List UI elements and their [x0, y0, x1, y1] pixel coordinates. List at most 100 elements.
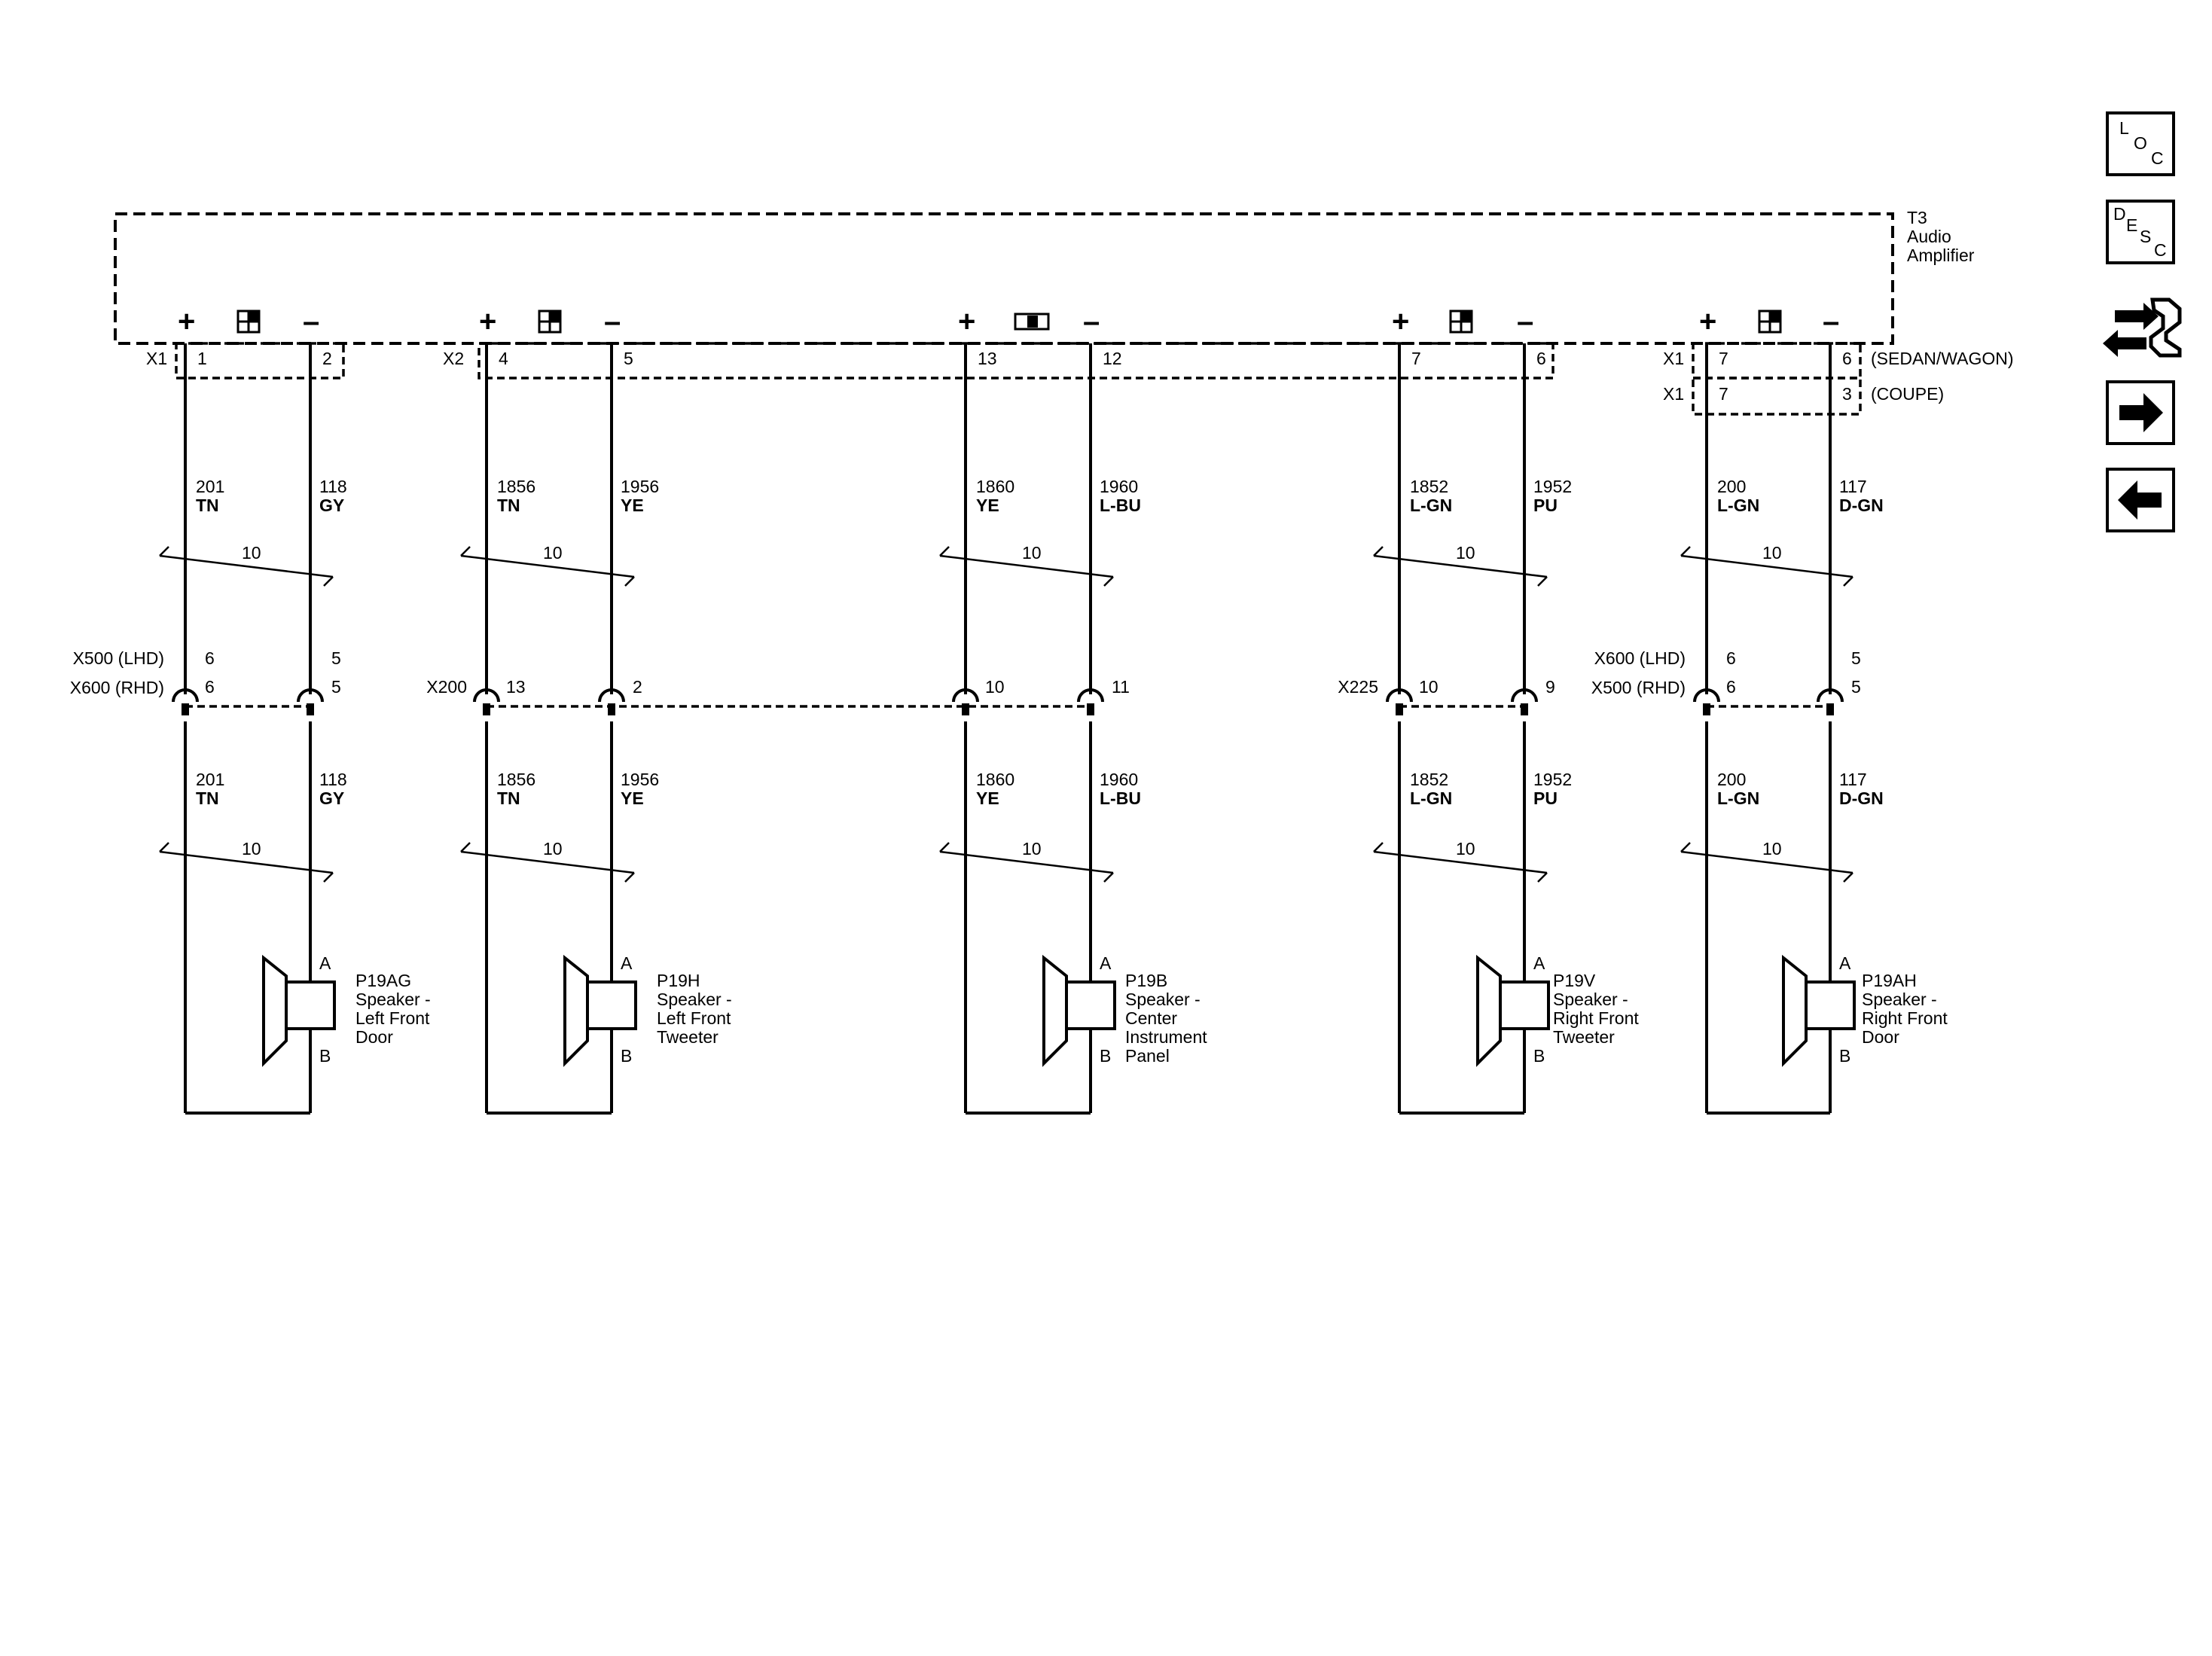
- speaker-description-line-3: Door: [355, 1027, 393, 1047]
- speaker-terminal-b: B: [1533, 1046, 1545, 1066]
- speaker-description-line-1: Speaker -: [355, 990, 431, 1009]
- option-connector-coupe: X1: [1663, 384, 1684, 404]
- wire-gauge-slash-top: [159, 554, 334, 578]
- inline-terminal-minus: [1817, 688, 1844, 703]
- minus-terminal-sign: –: [303, 305, 319, 338]
- loc-button[interactable]: L O C: [2106, 111, 2175, 176]
- next-page-button[interactable]: [2106, 380, 2175, 445]
- amp-connector-x1-right-sedan: [1692, 342, 1862, 380]
- wire-minus-color-bottom: PU: [1533, 788, 1558, 808]
- amp-pin-plus-coupe: 7: [1719, 384, 1728, 404]
- speaker-id: P19H: [657, 971, 700, 990]
- plus-terminal-sign: +: [1392, 305, 1409, 338]
- inline-terminal-plus: [1693, 688, 1720, 703]
- speaker-description-line-3: Door: [1862, 1027, 1899, 1047]
- inline-pin-plus-row2: 10: [985, 677, 1005, 697]
- wire-gauge-slash-top: [1373, 554, 1548, 578]
- amp-pin-plus: 1: [197, 349, 207, 368]
- inline-connector-label-1: X600 (LHD): [1594, 648, 1686, 668]
- wire-plus-circuit-bottom: 1860: [976, 770, 1014, 789]
- inline-pin-plus-row2: 10: [1419, 677, 1439, 697]
- wire-gauge-top: 10: [1022, 543, 1042, 563]
- desc-letter-e: E: [2126, 215, 2137, 235]
- inline-terminal-plus: [952, 688, 979, 703]
- wire-minus-circuit-top: 1952: [1533, 477, 1572, 496]
- wire-plus-circuit-bottom: 200: [1717, 770, 1746, 789]
- wire-minus-circuit-bottom: 118: [319, 770, 347, 789]
- wire-gauge-top: 10: [242, 543, 261, 563]
- amp-pin-plus: 4: [499, 349, 508, 368]
- wire-plus-color-top: L-GN: [1717, 496, 1759, 515]
- inline-connector-label-2: X500 (RHD): [1591, 678, 1686, 697]
- speaker-description-line-1: Speaker -: [1125, 990, 1201, 1009]
- inline-connector-label: X200: [426, 677, 467, 697]
- wire-minus-circuit-top: 1960: [1100, 477, 1138, 496]
- desc-letter-d: D: [2113, 204, 2126, 224]
- wire-plus-color-top: L-GN: [1410, 496, 1452, 515]
- speaker-id: P19V: [1553, 971, 1596, 990]
- speaker-cone-icon: [1042, 954, 1068, 1067]
- speaker-terminal-a: A: [621, 953, 633, 973]
- wire-gauge-slash-top: [939, 554, 1114, 578]
- speaker-terminal-a: A: [1100, 953, 1112, 973]
- minus-terminal-sign: –: [1823, 305, 1839, 338]
- speaker-icon: [285, 980, 336, 1030]
- wire-gauge-top: 10: [1762, 543, 1782, 563]
- wire-gauge-slash-bottom: [460, 850, 635, 874]
- wire-plus-color-bottom: TN: [196, 788, 219, 808]
- amp-connector-label: X1: [146, 349, 167, 368]
- speaker-icon: [1499, 980, 1550, 1030]
- amp-pin-minus: 5: [624, 349, 633, 368]
- wire-minus-circuit-bottom: 1956: [621, 770, 659, 789]
- inline-pin-plus-row1: 6: [205, 648, 215, 668]
- speaker-description-line-3: Tweeter: [1553, 1027, 1615, 1047]
- option-label-coupe: (COUPE): [1871, 384, 1944, 404]
- wire-gauge-slash-bottom: [1680, 850, 1854, 874]
- wire-plus-color-bottom: L-GN: [1410, 788, 1452, 808]
- wire-gauge-bottom: 10: [242, 839, 261, 858]
- inline-terminal-minus: [297, 688, 324, 703]
- speaker-terminal-b: B: [621, 1046, 632, 1066]
- wire-plus-color-bottom: TN: [497, 788, 520, 808]
- plus-terminal-sign: +: [958, 305, 975, 338]
- speaker-description-line-2: Left Front: [355, 1008, 430, 1028]
- speaker-terminal-b: B: [1100, 1046, 1111, 1066]
- speaker-description-line-2: Right Front: [1553, 1008, 1639, 1028]
- inline-pin-minus-row2: 9: [1545, 677, 1555, 697]
- loc-letter-l: L: [2119, 118, 2129, 138]
- speaker-id: P19AG: [355, 971, 411, 990]
- previous-page-button[interactable]: [2106, 468, 2175, 532]
- speaker-cone-icon: [1782, 954, 1808, 1067]
- speaker-terminal-b: B: [1839, 1046, 1850, 1066]
- wire-minus-color-bottom: L-BU: [1100, 788, 1141, 808]
- connector-cable-icon[interactable]: [2103, 297, 2182, 358]
- wire-gauge-slash-top: [460, 554, 635, 578]
- amp-pin-minus: 6: [1536, 349, 1546, 368]
- desc-button[interactable]: D E S C: [2106, 200, 2175, 264]
- arrow-left-icon: [2118, 480, 2162, 520]
- option-connector-sedan: X1: [1663, 349, 1684, 368]
- wire-minus-color-top: D-GN: [1839, 496, 1884, 515]
- amp-pin-minus: 12: [1103, 349, 1122, 368]
- wire-plus-color-bottom: L-GN: [1717, 788, 1759, 808]
- speaker-terminal-b: B: [319, 1046, 331, 1066]
- speaker-icon: [1805, 980, 1856, 1030]
- wire-minus-color-bottom: GY: [319, 788, 344, 808]
- amp-connector-x2: [477, 342, 1555, 380]
- wire-minus-circuit-bottom: 1952: [1533, 770, 1572, 789]
- speaker-id: P19AH: [1862, 971, 1917, 990]
- wire-plus-color-top: TN: [497, 496, 520, 515]
- speaker-description-line-2: Center: [1125, 1008, 1177, 1028]
- inline-pin-minus-row2: 5: [331, 677, 341, 697]
- speaker-description-line-2: Left Front: [657, 1008, 731, 1028]
- amp-pin-minus-coupe: 3: [1842, 384, 1852, 404]
- wire-plus-color-top: TN: [196, 496, 219, 515]
- inline-pin-plus-row2: 13: [506, 677, 526, 697]
- wire-minus-color-bottom: YE: [621, 788, 644, 808]
- wire-plus-color-bottom: YE: [976, 788, 999, 808]
- amp-pin-plus: 13: [978, 349, 997, 368]
